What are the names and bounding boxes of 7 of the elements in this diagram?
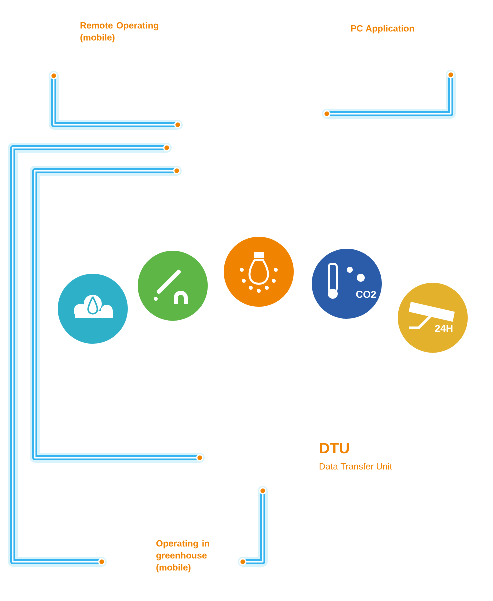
caption-text: Remote Operating (mobile) xyxy=(80,22,158,43)
caption-text: PC Application xyxy=(351,25,414,34)
icon-circle xyxy=(138,251,208,321)
caption-text: Data Transfer Unit xyxy=(320,463,392,470)
heading-text: DTU xyxy=(320,443,350,454)
icon-circle xyxy=(224,237,294,307)
caption-text: Operating in greenhouse (mobile) xyxy=(156,540,210,573)
